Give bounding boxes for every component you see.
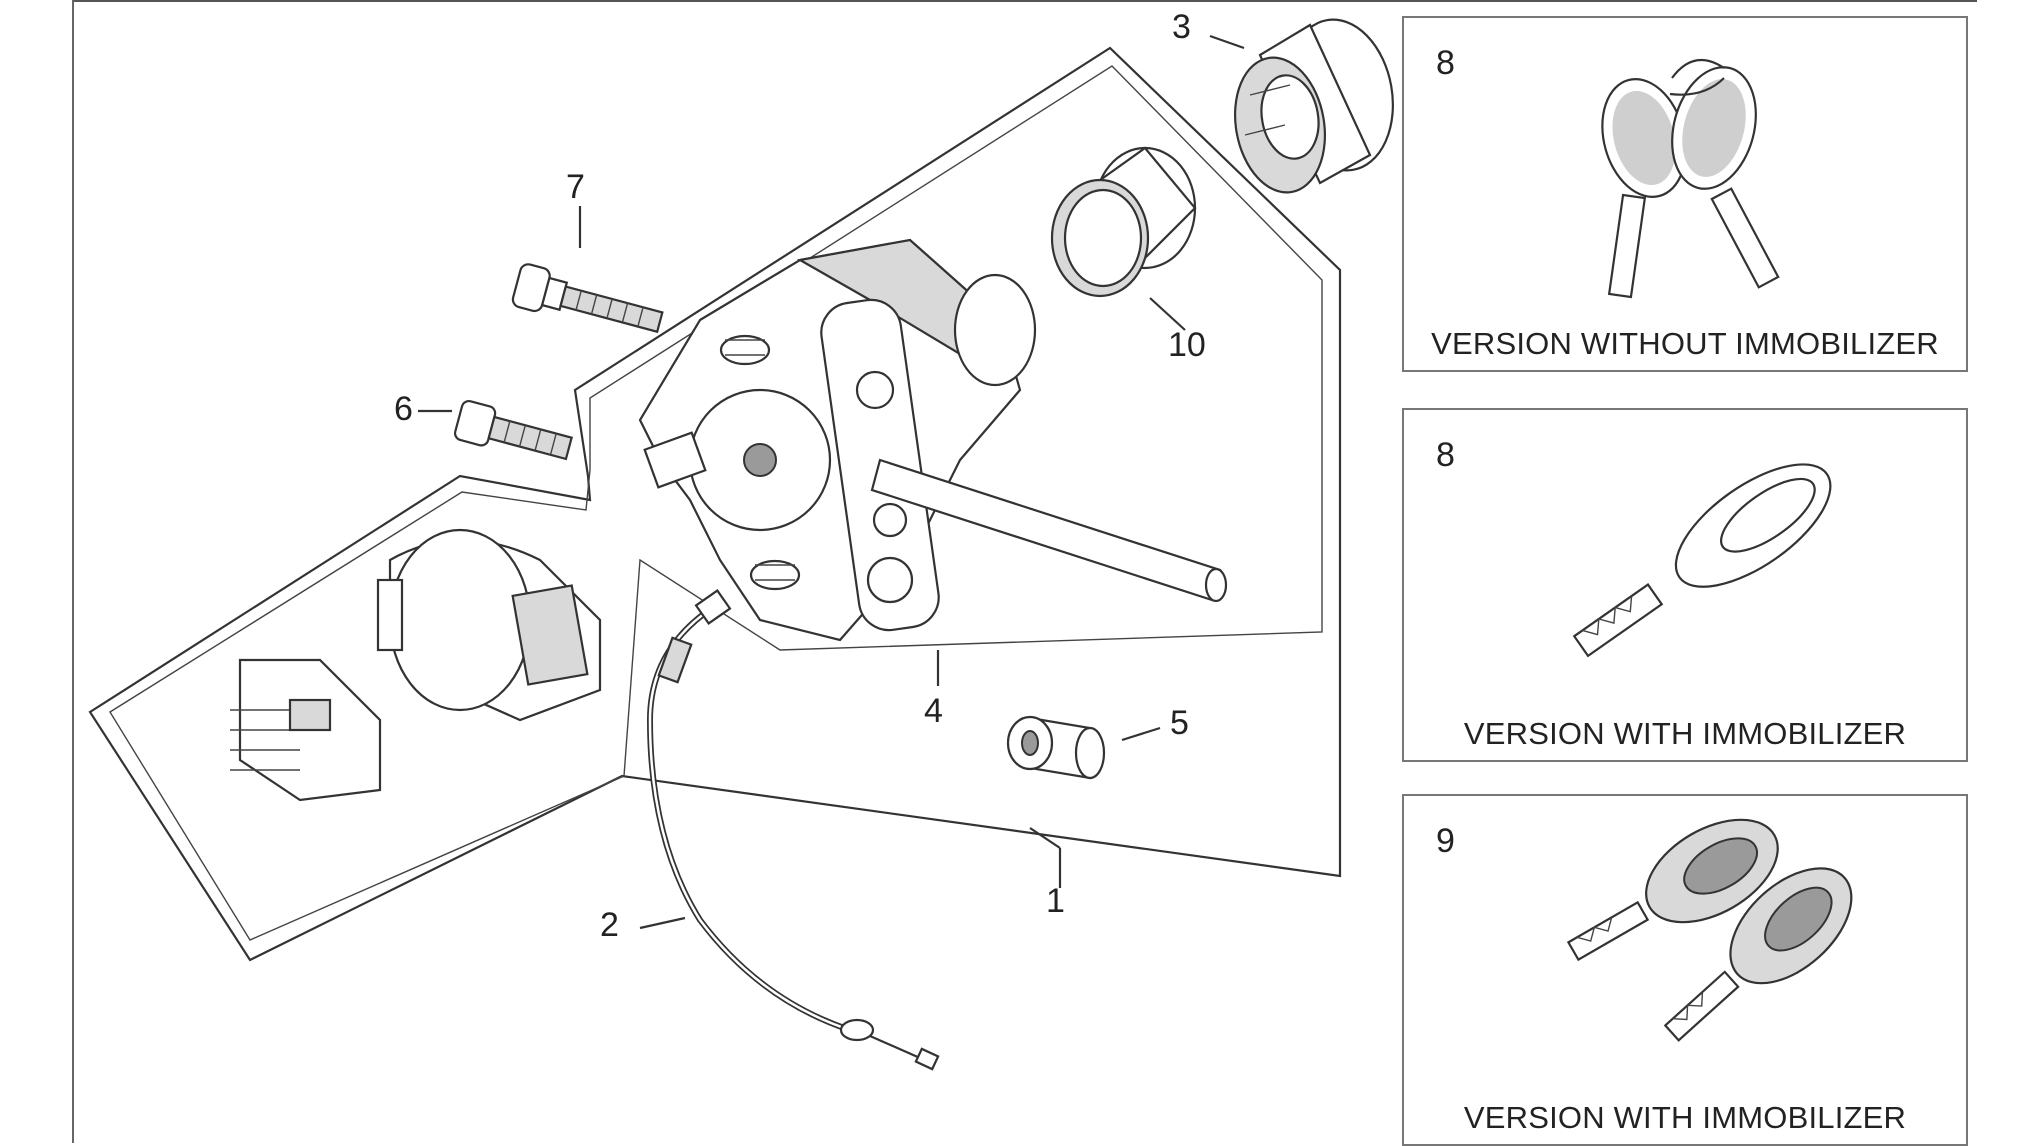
key-left xyxy=(1601,78,1687,299)
leader-2 xyxy=(639,916,686,930)
immobilizer-keys-pair-drawing xyxy=(1566,818,1853,1042)
key-upper xyxy=(1566,818,1779,962)
frame-top-border xyxy=(72,0,1977,2)
assembly-group-outline xyxy=(88,46,1342,962)
leader-5 xyxy=(1121,726,1161,742)
panel-caption: VERSION WITH IMMOBILIZER xyxy=(1463,1100,1907,1135)
panel-keys-without-immobilizer: 8 VERSION WITHOUT IMMOBILIZER xyxy=(1402,16,1968,372)
frame-left-border xyxy=(72,0,74,1143)
part-2-cable xyxy=(646,589,940,1071)
callout-2: 2 xyxy=(600,906,619,944)
callout-10: 10 xyxy=(1168,326,1206,364)
leader-1 xyxy=(1029,827,1061,849)
keys-pair-drawing xyxy=(1601,58,1780,299)
callout-7: 7 xyxy=(566,168,585,206)
panel-number: 9 xyxy=(1436,822,1455,860)
part-6-screw xyxy=(453,399,573,461)
immobilizer-key-drawing xyxy=(1572,463,1832,658)
panel-caption: VERSION WITHOUT IMMOBILIZER xyxy=(1431,326,1939,361)
leader-10 xyxy=(1149,297,1186,331)
callout-4: 4 xyxy=(924,692,943,730)
contact-plate xyxy=(230,658,382,802)
panel-key-with-immobilizer: 8 VERSION WITH IMMOBILIZER xyxy=(1402,408,1968,762)
part-5-lock-cylinder xyxy=(1006,715,1106,780)
key-lower xyxy=(1663,867,1853,1042)
switch-housing xyxy=(376,528,602,722)
part-4-lock-body xyxy=(638,238,1228,642)
part-3-cap xyxy=(1233,18,1394,194)
part-7-bolt xyxy=(511,263,664,334)
immobilizer-key xyxy=(1572,463,1832,658)
callout-3: 3 xyxy=(1172,8,1191,46)
panel-keys-with-immobilizer: 9 VERSION WITH IMMOBILIZER xyxy=(1402,794,1968,1146)
panel-caption: VERSION WITH IMMOBILIZER xyxy=(1463,716,1907,751)
panel-number: 8 xyxy=(1436,44,1455,82)
callout-5: 5 xyxy=(1170,704,1189,742)
panel-number: 8 xyxy=(1436,436,1455,474)
leader-3 xyxy=(1209,34,1245,50)
assembly-group-outline-inner xyxy=(109,65,1323,941)
callout-6: 6 xyxy=(394,390,413,428)
key-right xyxy=(1671,66,1780,289)
callout-1: 1 xyxy=(1046,882,1065,920)
part-10-sleeve xyxy=(1050,146,1197,298)
